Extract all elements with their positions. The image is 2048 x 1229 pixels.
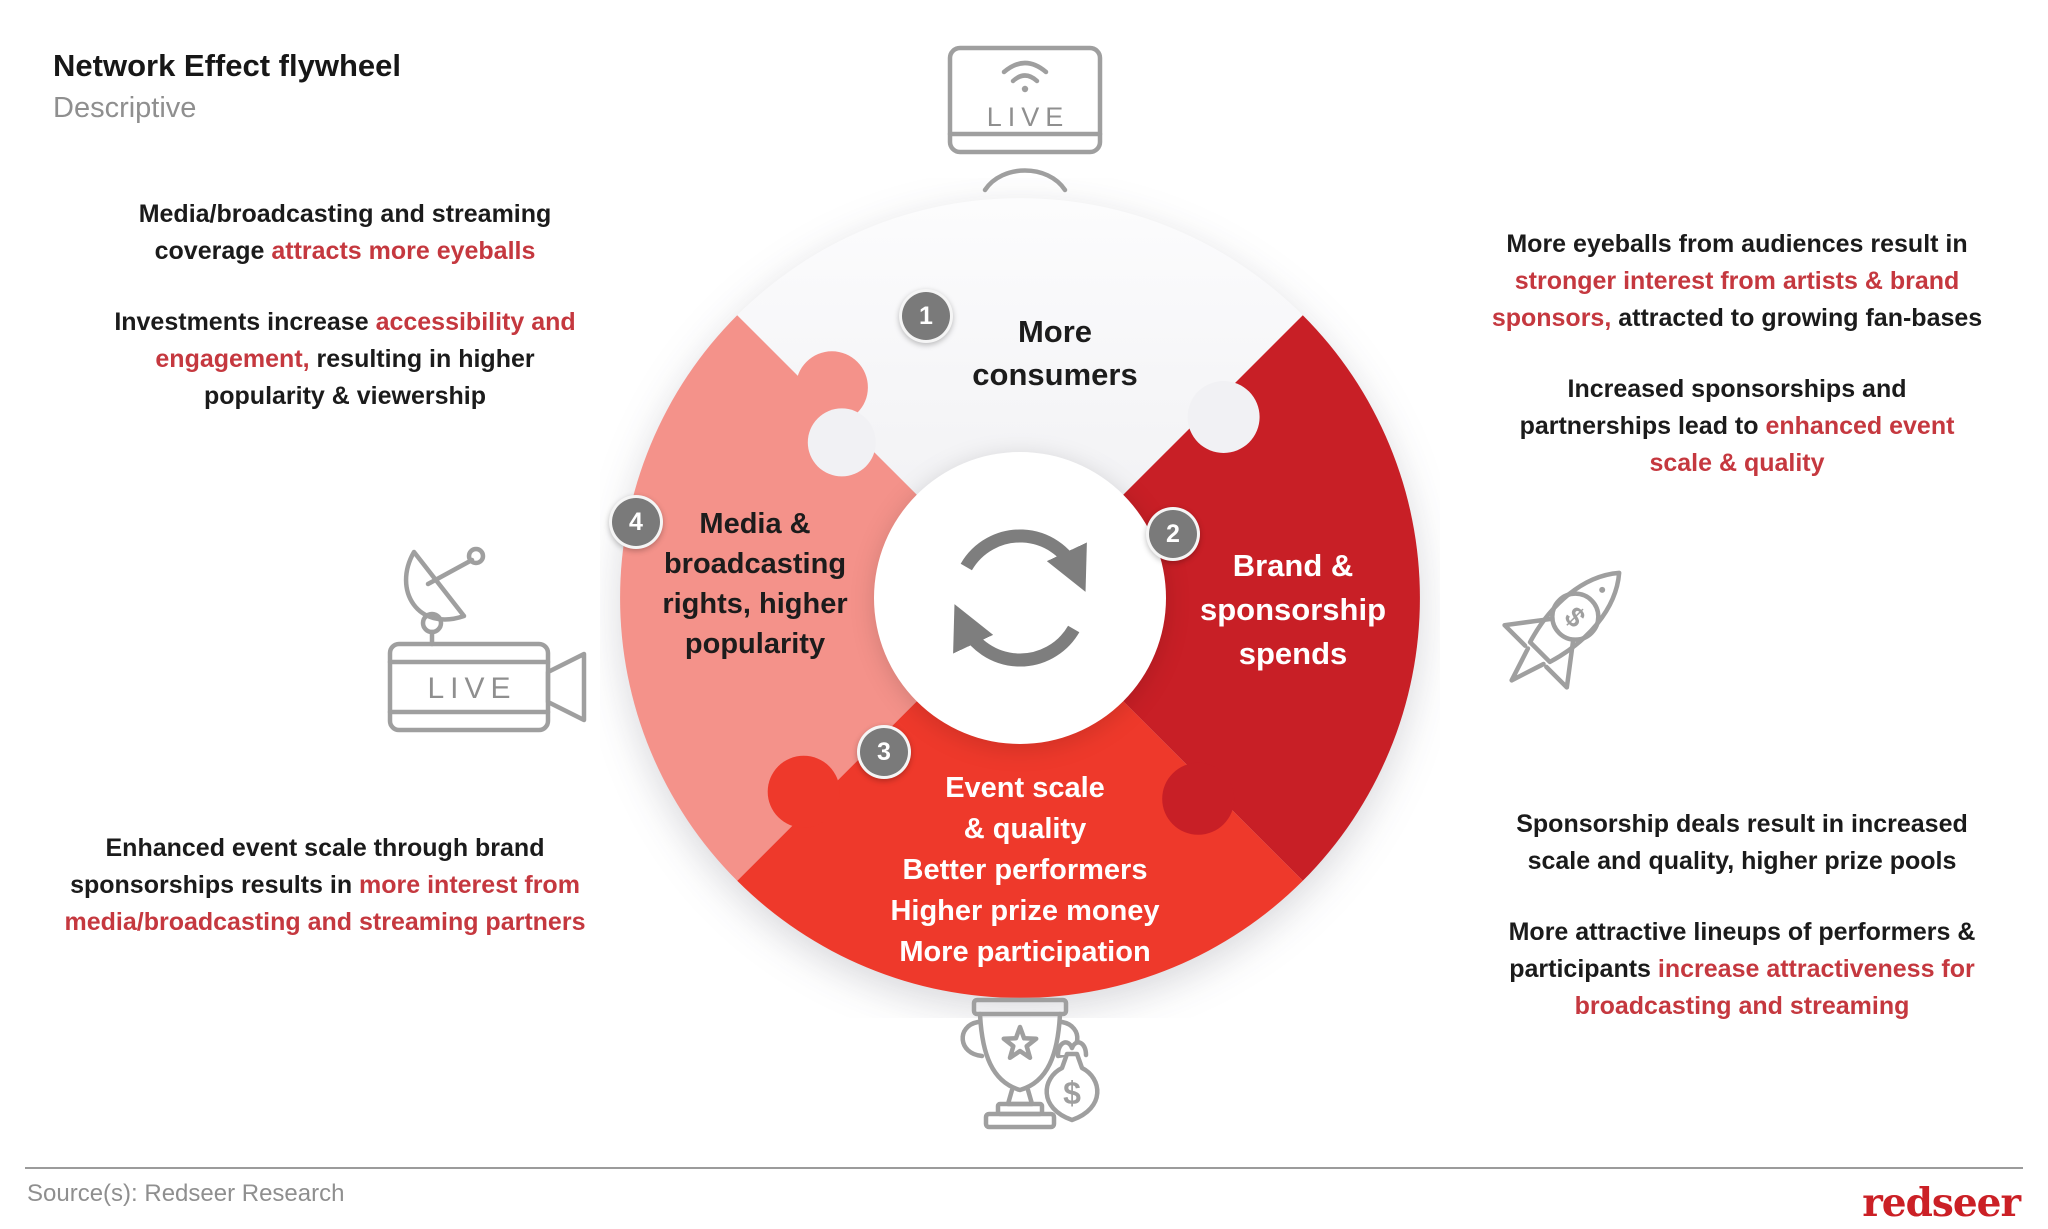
wifi-dot: [1021, 85, 1029, 93]
segment-2-label: Brand & sponsorship spends: [1199, 548, 1386, 671]
segment-1-label: More consumers: [972, 314, 1138, 392]
trophy-base: [983, 1111, 1057, 1130]
annotation-left-top: Media/broadcasting and streaming coverag…: [95, 196, 595, 449]
rocket-fin-right: [1544, 637, 1576, 690]
annotation-paragraph: Enhanced event scale through brand spons…: [64, 834, 586, 936]
annotation-paragraph: Media/broadcasting and streaming coverag…: [138, 200, 552, 265]
live-tv-icon: LIVE: [940, 42, 1110, 197]
bag-dollar-sign: $: [1063, 1075, 1081, 1111]
camera-live-label: LIVE: [427, 672, 516, 705]
segment-4-media-broadcasting: [620, 315, 1020, 881]
rocket-icon: $: [1452, 532, 1667, 737]
source-note: Source(s): Redseer Research: [27, 1180, 345, 1207]
prize-money-icon: $: [940, 992, 1125, 1157]
segment-3-label: Event scale & quality Better performers …: [890, 772, 1160, 968]
segment-4-label: Media & broadcasting rights, higher popu…: [662, 508, 848, 660]
annotation-paragraph: Sponsorship deals result in increased sc…: [1516, 810, 1968, 875]
trophy-cup: [977, 1011, 1063, 1093]
wifi-arc-large: [1001, 60, 1049, 75]
annotation-right-bottom: Sponsorship deals result in increased sc…: [1452, 806, 2032, 1059]
puzzle-knob-bottom-right: [1162, 762, 1235, 835]
puzzle-knob-top-left: [795, 351, 868, 424]
puzzle-knob-top-right: [1187, 381, 1260, 453]
tv-stand: [982, 168, 1068, 193]
annotation-paragraph: Investments increase accessibility and e…: [114, 308, 576, 410]
step-badge-4: 4: [609, 495, 663, 549]
redseer-logo: redseer: [1862, 1180, 2021, 1226]
rocket-flame: [1509, 646, 1546, 683]
rocket-body: [1527, 570, 1622, 665]
broadcast-camera-icon: LIVE: [380, 540, 590, 740]
trophy-handle-left: [960, 1019, 985, 1059]
step-badge-3: 3: [857, 725, 911, 779]
page-subtitle: Descriptive: [53, 92, 197, 124]
money-bag: [1044, 1051, 1100, 1123]
bag-knot: [1055, 1040, 1089, 1058]
tv-live-label: LIVE: [987, 102, 1070, 132]
satellite-dish: [403, 549, 467, 622]
page-title: Network Effect flywheel: [53, 48, 401, 83]
segment-3-event-scale: [737, 598, 1303, 998]
segment-2-brand-sponsorship: [1020, 315, 1420, 881]
rocket-fin-left: [1502, 616, 1555, 648]
trophy-star: [1001, 1024, 1039, 1061]
annotation-paragraph: More eyeballs from audiences result in s…: [1491, 230, 1983, 332]
puzzle-knob-bottom-left: [767, 755, 840, 828]
step-number: 1: [919, 301, 933, 330]
segment-1-more-consumers: [737, 198, 1303, 598]
wifi-arc-small: [1010, 73, 1040, 84]
annotation-paragraph: More attractive lineups of performers & …: [1508, 918, 1976, 1020]
cycle-arrows-icon: [953, 529, 1087, 667]
annotation-paragraph: Increased sponsorships and partnerships …: [1519, 375, 1955, 477]
step-badge-1: 1: [899, 289, 953, 343]
camera-lens: [545, 651, 587, 723]
flywheel-diagram: [620, 198, 1420, 998]
trophy-rim: [971, 997, 1069, 1017]
step-number: 4: [629, 507, 643, 536]
wheel-hub: [874, 452, 1166, 744]
footer-divider: [25, 1167, 2023, 1169]
step-badge-2: 2: [1146, 507, 1200, 561]
step-number: 3: [877, 737, 891, 766]
step-number: 2: [1166, 519, 1180, 548]
puzzle-notch-top-left: [807, 408, 876, 477]
annotation-left-bottom: Enhanced event scale through brand spons…: [55, 830, 595, 975]
rocket-window: [1550, 591, 1601, 642]
rocket-dollar-sign: $: [1558, 601, 1591, 634]
annotation-right-top: More eyeballs from audiences result in s…: [1457, 226, 2017, 516]
